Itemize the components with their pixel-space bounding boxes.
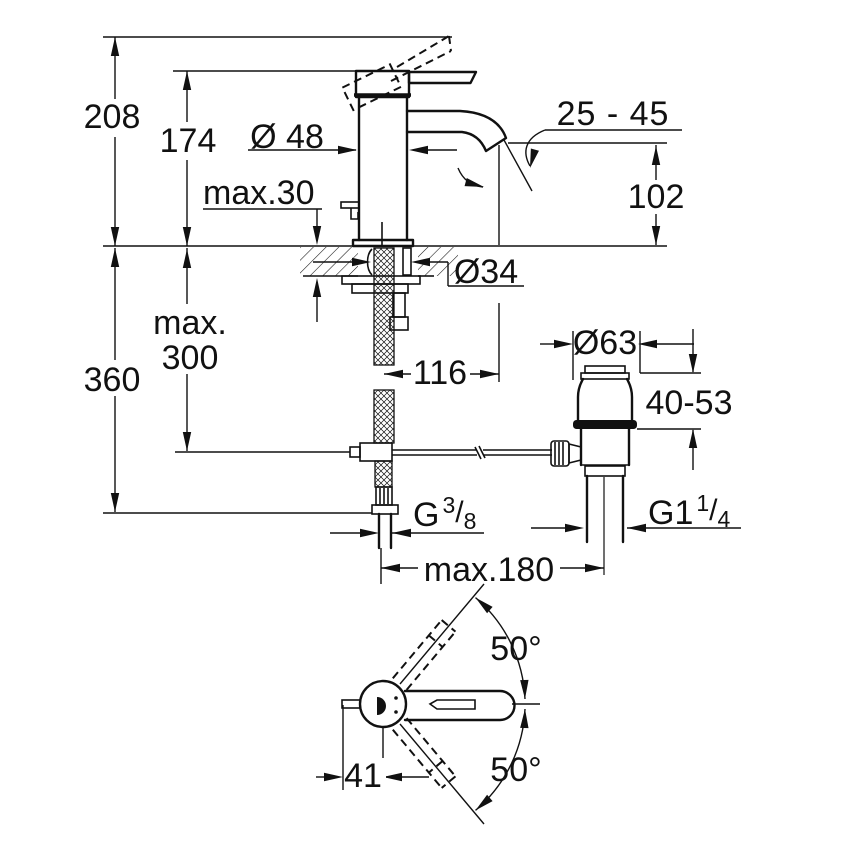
pivot-stub (341, 699, 361, 709)
label-spout-height: 102 (628, 178, 685, 216)
lever-slot (428, 699, 476, 710)
label-spout-diameter: Ø 48 (250, 118, 324, 156)
rod-tee-fitting (359, 442, 393, 462)
label-height-total: 208 (84, 98, 141, 136)
waste-thread-sub: 4 (718, 506, 731, 532)
label-handle-offset: 41 (344, 757, 382, 795)
supply-thread-sup: 3 (442, 492, 455, 518)
drain-dome-cap (584, 365, 626, 374)
supply-thread-slash: / (455, 496, 464, 529)
waste-thread-slash: / (709, 494, 718, 527)
label-spout-reach: 116 (413, 354, 467, 392)
flexible-supply-hose (349, 247, 552, 550)
angle-leader-curve (525, 129, 546, 167)
faucet-body (340, 35, 508, 248)
label-handle-angle-up: 50° (490, 630, 541, 668)
label-rod-max-line1: max. (153, 304, 227, 342)
label-height-body: 174 (160, 122, 217, 160)
lever-rotated-up-dashed (392, 619, 457, 691)
drain-coupling-ring (584, 465, 626, 477)
pivot-button (377, 697, 386, 715)
popup-rod-knob (340, 201, 360, 220)
supply-thread-base: G (413, 496, 439, 534)
supply-thread-sub: 8 (464, 508, 477, 534)
label-hole-diameter: Ø34 (454, 253, 518, 291)
waste-thread-sup: 1 (696, 490, 709, 516)
supply-nut (371, 504, 399, 515)
hose-end-fitting (371, 486, 399, 550)
waste-thread-base: G1 (648, 494, 693, 532)
label-below-deck-depth: 360 (84, 361, 141, 399)
handle-lever-rotated-dashed (390, 35, 452, 82)
drain-flange-gasket (573, 420, 637, 429)
label-handle-angle-down: 50° (490, 751, 541, 789)
text-masks (80, 99, 688, 792)
label-rod-max-line2: 300 (162, 339, 219, 377)
drain-assembly (550, 365, 637, 575)
base-plate (351, 238, 415, 248)
lever-rotated-down-dashed (392, 717, 457, 789)
handle-cap (354, 69, 411, 99)
dimension-labels: 208 174 Ø 48 25 - 45 102 max.30 Ø34 max.… (84, 95, 733, 795)
label-waste-flange-diameter: Ø63 (573, 324, 637, 362)
handle-lever (407, 70, 478, 85)
drain-knurled-knob (550, 440, 582, 467)
label-aerator-angle-range: 25 - 45 (557, 95, 670, 133)
handle-cap-rotated-dashed (341, 63, 403, 112)
label-drain-distance: max.180 (424, 551, 554, 589)
mounting-stud (392, 292, 406, 318)
spout (405, 109, 508, 153)
popup-linkage-rod (392, 445, 552, 460)
label-deck-max-thickness: max.30 (203, 174, 315, 212)
lever-top-view (403, 689, 516, 722)
label-waste-height-range: 40-53 (646, 384, 733, 422)
spray-direction-line (503, 139, 533, 192)
